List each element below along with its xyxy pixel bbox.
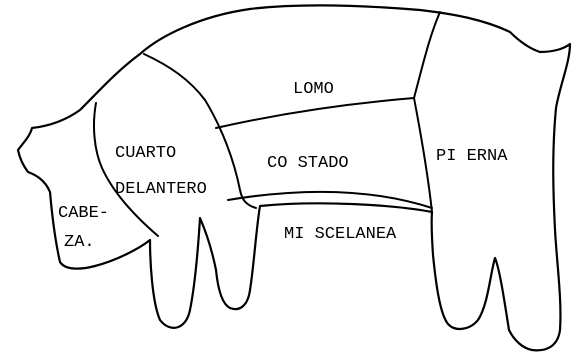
- head-shoulder-divider: [93, 102, 159, 237]
- label-cuarto-line1: CUARTO: [115, 144, 176, 163]
- pig-outline: [16, 4, 572, 352]
- shoulder-loin-divider: [143, 53, 257, 209]
- label-costado: CO STADO: [267, 154, 349, 173]
- label-cabeza-line1: CABE-: [58, 204, 109, 223]
- label-miscelanea: MI SCELANEA: [284, 225, 397, 244]
- label-lomo: LOMO: [293, 80, 334, 99]
- label-pierna: PI ERNA: [436, 147, 508, 166]
- pierna-divider: [412, 11, 441, 213]
- label-cabeza-line2: ZA.: [64, 233, 95, 252]
- loin-costado-divider: [215, 97, 415, 129]
- costado-miscelanea-divider: [227, 190, 433, 209]
- label-cuarto-line2: DELANTERO: [115, 180, 207, 199]
